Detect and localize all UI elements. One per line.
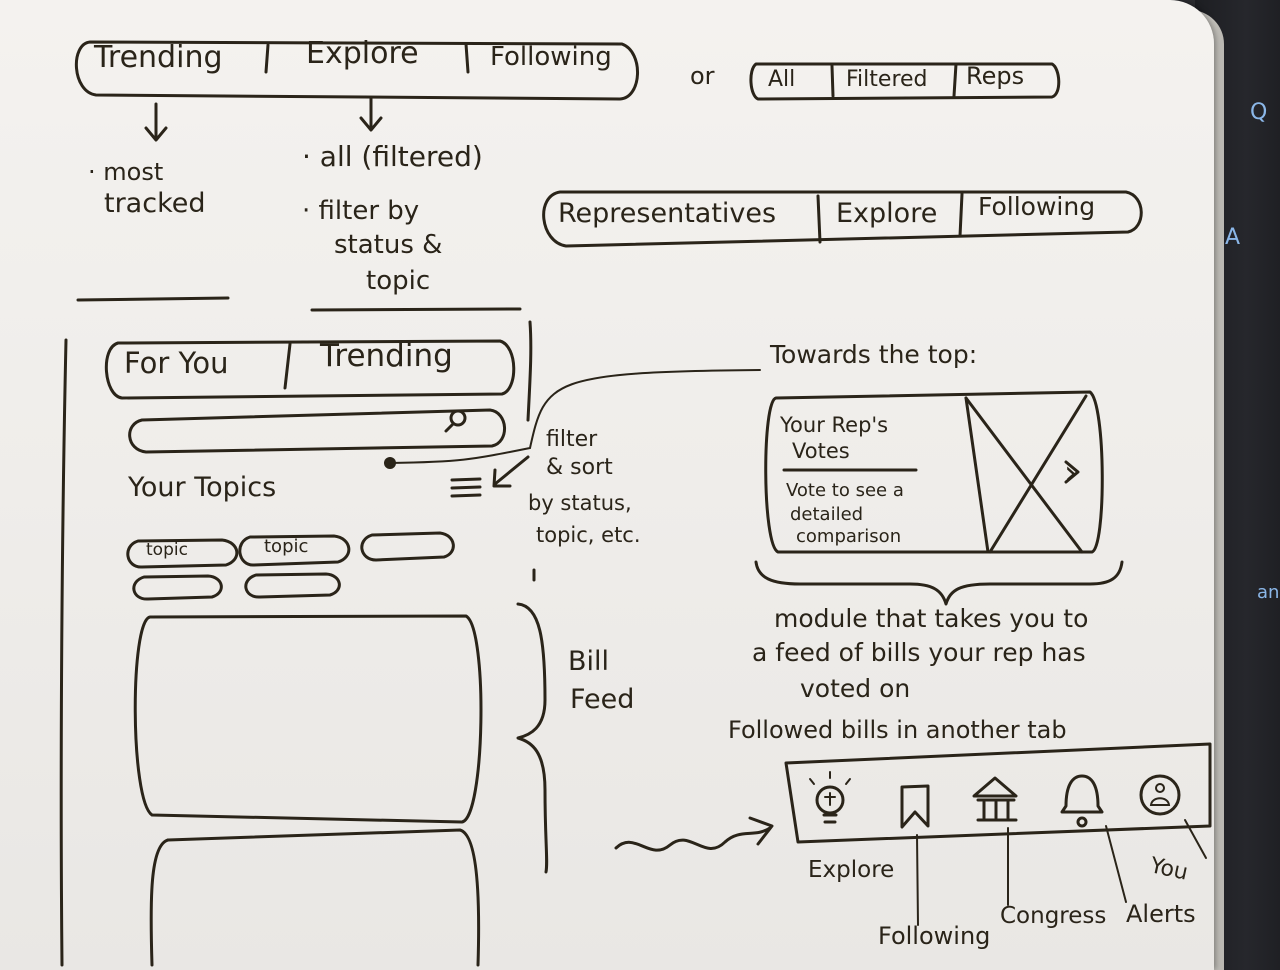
tab-all-label: All: [768, 67, 796, 92]
divider-left: [76, 296, 230, 302]
rep-votes-module: [764, 390, 1104, 554]
key-a: A: [1225, 225, 1241, 250]
chevron-right-icon: ›: [1064, 453, 1078, 493]
sketch-drawing: [59, 40, 1212, 967]
module-brace: [754, 560, 1124, 606]
profile-icon: [1139, 774, 1181, 816]
filter-note-line2: & sort: [546, 455, 613, 480]
your-topics-heading: Your Topics: [128, 472, 277, 503]
topic-chip-2-label: topic: [264, 536, 309, 557]
module-note-line1: module that takes you to: [774, 604, 1089, 633]
capitol-icon: [972, 776, 1018, 822]
arrow-explore-down: [359, 96, 383, 132]
topic-chip-1-label: topic: [146, 540, 188, 560]
connector-line: [389, 369, 761, 464]
nav-label-congress: Congress: [1000, 903, 1107, 929]
nav-label-explore: Explore: [808, 857, 895, 883]
phone-tab-trending: Trending: [320, 338, 453, 374]
connector-dot: [384, 457, 396, 469]
note-explore-line1: · all (filtered): [302, 140, 483, 173]
key-partial: an: [1257, 582, 1280, 603]
phone-wireframe: [59, 320, 533, 967]
bookmark-icon: [900, 784, 930, 829]
nav-label-alerts: Alerts: [1126, 900, 1196, 928]
arrow-to-filter: [492, 455, 530, 488]
phone-search-bar: [128, 408, 506, 454]
tab-representatives-label: Representatives: [558, 198, 777, 229]
bottom-nav-bar: [784, 742, 1212, 844]
nav-label-following: Following: [878, 922, 991, 950]
note-trending-line1: · most: [88, 158, 164, 186]
tab-trending-label: Trending: [94, 40, 223, 75]
nav-label-leaders: [916, 819, 1207, 926]
tab-filtered-label: Filtered: [846, 67, 928, 92]
note-explore-line3: status &: [334, 230, 443, 260]
bill-feed-brace: [516, 602, 549, 874]
rep-module-line1: Your Rep's: [780, 413, 889, 437]
rep-module-line2: Votes: [792, 439, 850, 463]
tab-following-label: Following: [490, 42, 612, 72]
tab-reps-explore-label: Explore: [836, 198, 938, 229]
bell-icon: [1060, 774, 1104, 828]
divider-mid: [310, 307, 522, 312]
module-note-line2: a feed of bills your rep has: [752, 638, 1086, 667]
bill-feed-cards: [133, 614, 483, 967]
tab-reps-label: Reps: [966, 62, 1025, 90]
rep-module-line5: comparison: [796, 526, 902, 547]
filter-icon: [450, 477, 482, 498]
topic-chips: [126, 531, 455, 601]
lightbulb-icon: [809, 771, 851, 824]
tab-pill-primary: [75, 40, 639, 101]
bill-feed-line1: Bill: [568, 646, 610, 677]
note-explore-line2: · filter by: [302, 196, 420, 226]
arrow-trending-down: [144, 102, 168, 142]
filter-note-line3: by status,: [528, 491, 632, 515]
filter-note-line4: topic, etc.: [536, 523, 641, 547]
filter-note-line1: filter: [546, 427, 598, 452]
key-q: Q: [1250, 100, 1268, 125]
squiggle-arrow: [614, 816, 774, 852]
tab-explore-label: Explore: [306, 36, 419, 71]
tab-pill-reps: [542, 190, 1143, 248]
phone-tab-for-you: For You: [124, 346, 229, 380]
module-note-line3: voted on: [800, 674, 911, 703]
sketchbook-page: Trending Explore Following or All Filter…: [0, 0, 1214, 970]
tab-reps-following-label: Following: [978, 192, 1096, 221]
towards-top-note: Towards the top:: [770, 340, 978, 369]
phone-tab-pill: [104, 339, 516, 400]
tab-pill-alt: [749, 62, 1061, 101]
followed-note: Followed bills in another tab: [728, 716, 1067, 744]
note-explore-line4: topic: [366, 266, 431, 296]
bill-feed-line2: Feed: [570, 684, 635, 715]
rep-module-line4: detailed: [790, 504, 864, 525]
note-trending-line2: tracked: [104, 188, 206, 219]
or-text: or: [690, 62, 715, 90]
rep-module-line3: Vote to see a: [786, 480, 904, 501]
